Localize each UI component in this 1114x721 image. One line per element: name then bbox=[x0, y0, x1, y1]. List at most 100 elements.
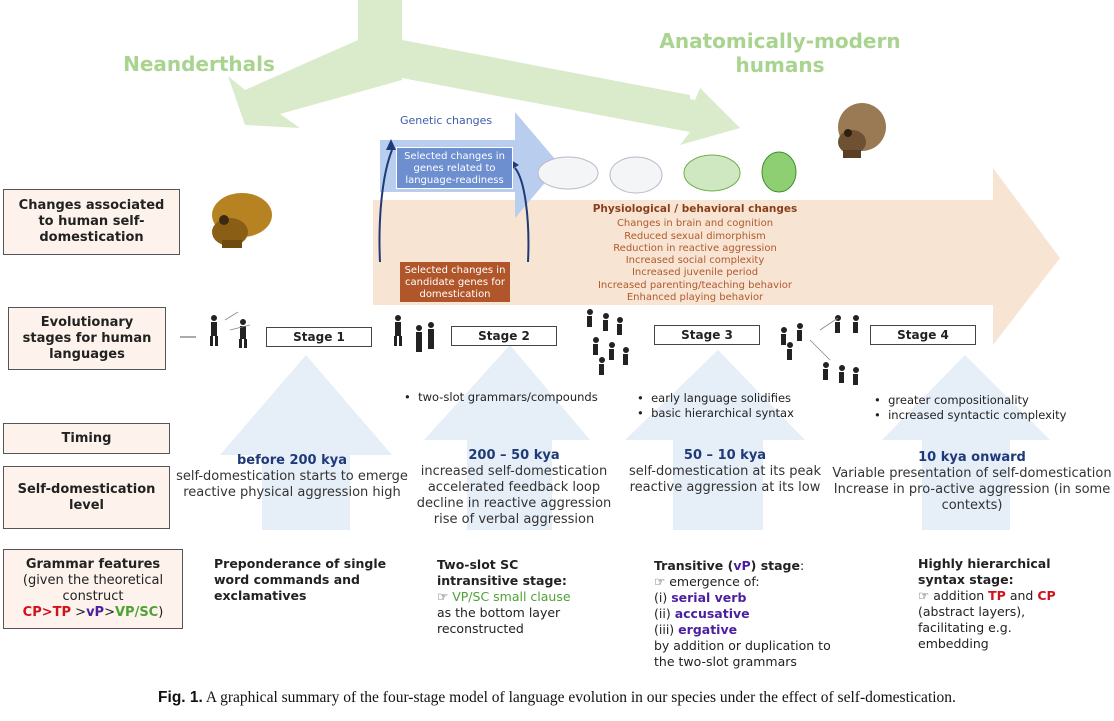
bullets-stage2: • two-slot grammars/compounds bbox=[404, 390, 598, 405]
arc-left-head bbox=[386, 139, 396, 150]
grammar-s4-and: and bbox=[1009, 588, 1034, 603]
neanderthals-label: Neanderthals bbox=[123, 52, 275, 76]
grammar-stage3: Transitive (vP) stage: ☞ emergence of: (… bbox=[654, 558, 864, 670]
bullets-stage3: • early language solidifies • basic hier… bbox=[637, 391, 794, 420]
hand-icon: ☞ bbox=[654, 574, 666, 589]
green-arrow-left bbox=[228, 40, 402, 128]
physio-block: Physiological / behavioral changes Chang… bbox=[560, 203, 830, 304]
grammar-s4-rest3: embedding bbox=[918, 636, 989, 651]
grammar-s4-tp: TP bbox=[988, 588, 1006, 603]
construct-gt1: > bbox=[71, 605, 87, 620]
arc-left bbox=[378, 149, 393, 263]
upward-arrows bbox=[220, 345, 1050, 530]
selfdom-line: accelerated feedback loop bbox=[427, 480, 601, 495]
grammar-s3-title: Transitive (vP) stage: bbox=[654, 558, 864, 574]
grammar-s3-colon: : bbox=[799, 558, 805, 573]
brain-2 bbox=[609, 156, 663, 194]
grammar-stage4: Highly hierarchical syntax stage: ☞ addi… bbox=[918, 556, 1108, 652]
construct-vpsc: VP/SC bbox=[114, 605, 159, 620]
grammar-s3-item: (i) serial verb bbox=[654, 590, 864, 606]
green-arrow-right bbox=[402, 40, 740, 145]
figure-caption: Fig. 1. A graphical summary of the four-… bbox=[0, 689, 1114, 707]
grammar-row-sub1: (given the theoretical bbox=[22, 573, 164, 588]
genetic-heading: Genetic changes bbox=[400, 114, 493, 127]
physio-title: Physiological / behavioral changes bbox=[592, 203, 798, 215]
selfdom-line: increased self-domestication bbox=[420, 464, 608, 479]
hand-icon: ☞ bbox=[918, 588, 930, 603]
construct-gt2: > bbox=[104, 605, 115, 620]
grammar-s4-rest2: facilitating e.g. bbox=[918, 620, 1012, 635]
selfdom-line: Increase in pro-active aggression (in so… bbox=[833, 482, 1111, 497]
grammar-s3-val: serial verb bbox=[671, 590, 747, 605]
physio-item: Enhanced playing behavior bbox=[626, 292, 764, 304]
selfdom-line: contexts) bbox=[941, 498, 1003, 513]
selfdom-line: rise of verbal aggression bbox=[433, 512, 595, 527]
grammar-row-construct: CP>TP >vP>VP/SC) bbox=[23, 605, 164, 621]
figures-stage2-icon bbox=[394, 315, 434, 352]
grammar-s3-num: (i) bbox=[654, 590, 668, 605]
grammar-s3-emergence: ☞ emergence of: bbox=[654, 574, 864, 590]
grammar-s4-rest1: (abstract layers), bbox=[918, 604, 1026, 619]
bullet-text: greater compositionality bbox=[888, 393, 1029, 407]
network-lines bbox=[224, 311, 839, 361]
grammar-s4-addition: ☞ addition TP and CP bbox=[918, 588, 1108, 604]
amh-label: Anatomically-modern humans bbox=[630, 29, 930, 77]
bullet-item: • early language solidifies bbox=[637, 391, 792, 405]
selfdom-line: reactive physical aggression high bbox=[183, 485, 401, 500]
construct-cp: CP>TP bbox=[22, 605, 72, 620]
modern-skull-icon bbox=[838, 103, 886, 158]
bullet-text: basic hierarchical syntax bbox=[651, 405, 794, 420]
up-arrow-1 bbox=[220, 355, 392, 530]
selfdom-line: reactive aggression at its low bbox=[629, 480, 821, 495]
timing-stage4: 10 kya onward Variable presentation of s… bbox=[830, 450, 1114, 514]
physio-item: Changes in brain and cognition bbox=[616, 218, 774, 230]
grammar-s3-title-b: ) stage bbox=[750, 558, 800, 573]
row-label-changes: Changes associated to human self-domesti… bbox=[3, 189, 180, 255]
brain-icons bbox=[537, 151, 797, 194]
grammar-s3-rest1: by addition or duplication to bbox=[654, 638, 831, 653]
physio-item: Increased social complexity bbox=[625, 255, 765, 267]
physio-item: Increased parenting/teaching behavior bbox=[597, 279, 793, 291]
bullet-item: • two-slot grammars/compounds bbox=[404, 390, 598, 404]
bullet-item: • basic hierarchical syntax bbox=[637, 405, 794, 420]
grammar-s4-addition-text: addition bbox=[933, 588, 985, 603]
figures-stage3-icon bbox=[587, 309, 629, 375]
bullet-text: early language solidifies bbox=[651, 391, 792, 405]
grammar-s3-val: accusative bbox=[674, 606, 750, 621]
grammar-row-title: Grammar features bbox=[25, 557, 161, 572]
genes-language-box: Selected changes in genes related to lan… bbox=[396, 147, 513, 189]
stage-2-box: Stage 2 bbox=[451, 326, 557, 346]
caption-text: A graphical summary of the four-stage mo… bbox=[205, 689, 956, 706]
grammar-s3-title-vp: vP bbox=[733, 558, 751, 573]
timing-stage2: 200 – 50 kya increased self-domesticatio… bbox=[408, 448, 620, 528]
brain-4 bbox=[761, 151, 797, 193]
physio-item: Reduction in reactive aggression bbox=[613, 242, 777, 254]
up-arrow-3 bbox=[625, 350, 805, 530]
selfdom-line: decline in reactive aggression bbox=[416, 496, 612, 511]
construct-vp: vP bbox=[86, 605, 105, 620]
grammar-stage2: Two-slot SC intransitive stage: ☞ VP/SC … bbox=[437, 557, 607, 637]
timing-stage3: 50 – 10 kya self-domestication at its pe… bbox=[622, 448, 828, 496]
grammar-s2-rest2: reconstructed bbox=[437, 621, 524, 636]
physio-item: Reduced sexual dimorphism bbox=[624, 230, 766, 242]
physio-item: Increased juvenile period bbox=[631, 267, 759, 279]
arc-right bbox=[514, 167, 530, 263]
grammar-s2-title2: intransitive stage: bbox=[437, 573, 567, 588]
construct-close: ) bbox=[158, 605, 164, 620]
grammar-s3-item: (iii) ergative bbox=[654, 622, 864, 638]
row-label-stages: Evolutionary stages for human languages bbox=[8, 307, 166, 370]
brain-3 bbox=[683, 154, 741, 192]
bullet-item: • greater compositionality bbox=[874, 393, 1029, 407]
timing-value: 200 – 50 kya bbox=[468, 448, 560, 463]
row-label-timing: Timing bbox=[3, 423, 170, 454]
grammar-s3-item: (ii) accusative bbox=[654, 606, 864, 622]
grammar-s3-val: ergative bbox=[678, 622, 738, 637]
bullet-text: two-slot grammars/compounds bbox=[418, 390, 598, 404]
hand-icon: ☞ bbox=[437, 589, 449, 604]
genes-domestication-box: Selected changes in candidate genes for … bbox=[400, 262, 510, 302]
bullets-stage4: • greater compositionality • increased s… bbox=[874, 393, 1066, 422]
grammar-s3-title-a: Transitive ( bbox=[654, 558, 734, 573]
timing-stage1: before 200 kya self-domestication starts… bbox=[172, 453, 412, 501]
timing-value: before 200 kya bbox=[236, 453, 348, 468]
